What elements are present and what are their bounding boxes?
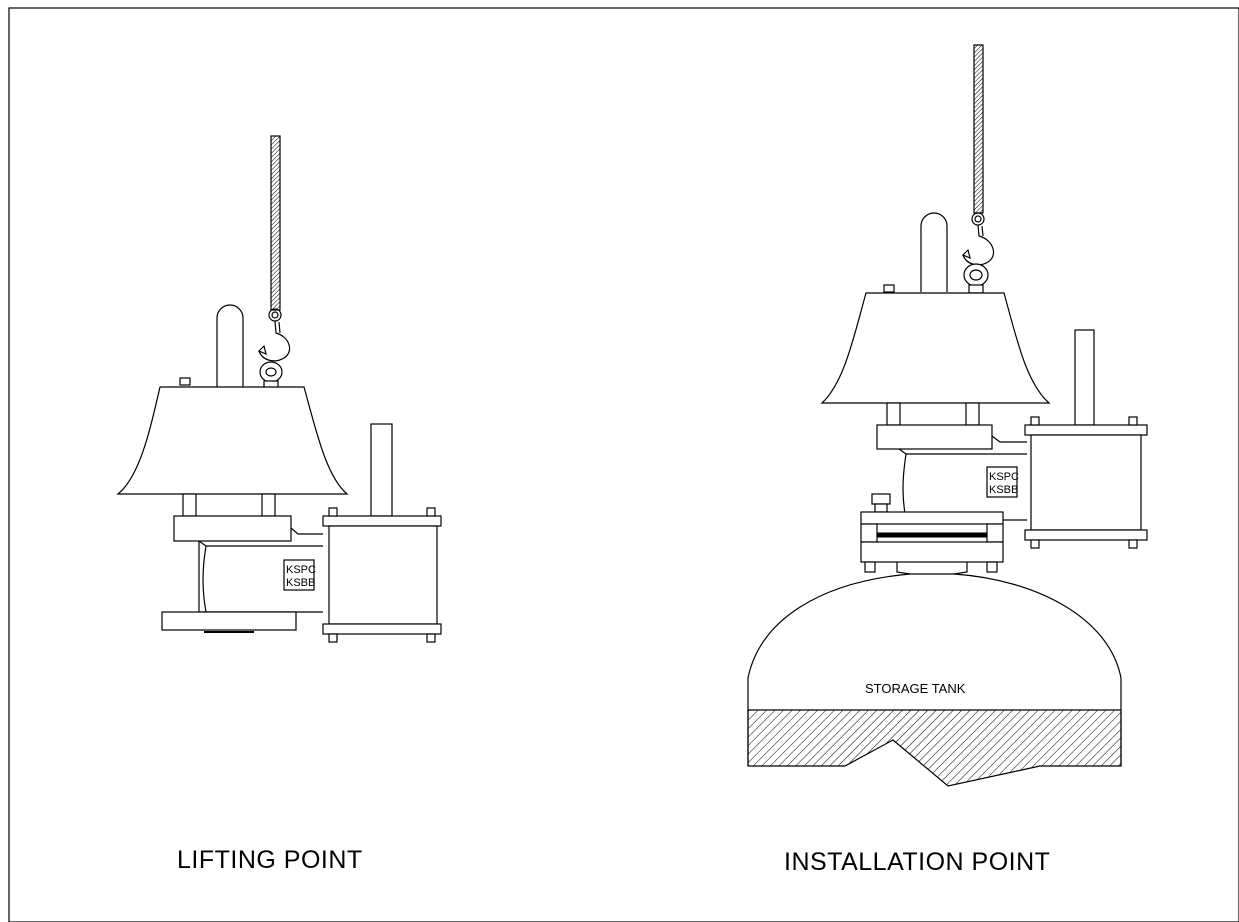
stud-left bbox=[886, 402, 901, 426]
vent-pipe bbox=[216, 304, 244, 388]
caption-lifting-point: LIFTING POINT bbox=[177, 846, 363, 874]
tank-label: STORAGE TANK bbox=[865, 681, 966, 696]
vent-pipe bbox=[920, 212, 948, 292]
nameplate-left: KSPC KSBB bbox=[283, 559, 316, 591]
weather-hood bbox=[116, 386, 349, 495]
hood-nut bbox=[179, 377, 191, 386]
stud-left bbox=[182, 493, 197, 517]
lifting-hook bbox=[961, 212, 995, 266]
wire-rope bbox=[973, 44, 984, 214]
stud-right bbox=[965, 402, 980, 426]
nameplate-line1: KSPC bbox=[286, 564, 316, 576]
valve-body bbox=[198, 540, 207, 613]
lifting-hook bbox=[257, 308, 291, 362]
nameplate-line2: KSBB bbox=[286, 577, 315, 589]
side-pipe bbox=[370, 423, 393, 517]
side-housing bbox=[1024, 416, 1148, 549]
eye-bolt bbox=[963, 263, 989, 294]
stud-right bbox=[261, 493, 276, 517]
nameplate-right: KSPC KSBB bbox=[986, 466, 1019, 498]
nameplate-line1: KSPC bbox=[989, 471, 1019, 483]
weather-hood bbox=[820, 292, 1051, 404]
top-flange bbox=[876, 424, 993, 450]
mounting-flange bbox=[860, 493, 1004, 575]
wire-rope bbox=[270, 135, 281, 311]
lifting-assembly: KSPC KSBB bbox=[116, 135, 442, 643]
installation-assembly: KSPC KSBB STORAGE TANK bbox=[747, 44, 1148, 787]
side-housing bbox=[322, 507, 442, 643]
drawing-frame bbox=[8, 7, 1239, 922]
storage-tank: STORAGE TANK bbox=[747, 573, 1122, 787]
top-flange bbox=[173, 515, 292, 542]
bottom-flange bbox=[161, 611, 297, 631]
tank-roof bbox=[747, 573, 1122, 679]
side-pipe bbox=[1074, 329, 1095, 426]
tank-fill-hatch bbox=[747, 709, 1122, 787]
nameplate-line2: KSBB bbox=[989, 484, 1018, 496]
caption-installation-point: INSTALLATION POINT bbox=[784, 848, 1051, 876]
eye-bolt bbox=[259, 361, 283, 390]
hood-nut bbox=[883, 284, 895, 293]
